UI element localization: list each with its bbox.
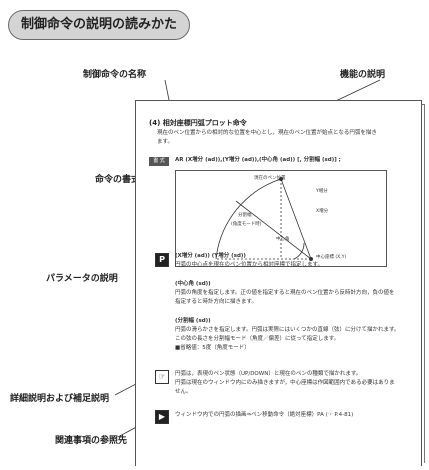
param2-line-2: 指定すると時計方向に描きます。: [175, 299, 257, 305]
detail-icon: ☞: [155, 370, 169, 384]
param3-line-3: ■省略値：5度（角度モード）: [175, 345, 250, 351]
param3-line-1: 円弧の滑らかさを指定します。円弧は実際にはいくつかの直線（弦）に分けて描かれます…: [175, 327, 400, 333]
function-line-2: ます。: [157, 139, 173, 145]
diagram-division: 分割幅: [238, 213, 252, 218]
label-parameter-desc: パラメータの説明: [46, 274, 118, 284]
related-ref-text: ウィンドウ内での円弧の描画⇒ペン移動命令（絶対座標）PA (☞ P.4-81): [175, 412, 354, 418]
page-title: 制御命令の説明の読みかた: [8, 10, 190, 40]
param2-title: (中心角 (sd)): [175, 281, 211, 287]
related-icon: ▶: [155, 410, 169, 424]
param2-line-1: 円弧の角度を指定します。正の値を指定すると現在のペン位置から反時計方向，負の値を: [175, 290, 395, 296]
section-title: (4) 相対座標円弧プロット命令: [149, 119, 247, 127]
label-function-desc: 機能の説明: [340, 70, 386, 80]
detail-line-1: 円弧は，表現のペン状態（UP/DOWN）と現在のペンの種類で描かれます。: [175, 371, 362, 377]
diagram-current-pen: 現在のペン位置: [254, 176, 286, 181]
label-detail-desc: 詳細説明および補足説明: [10, 394, 110, 404]
detail-line-3: せん。: [175, 389, 192, 395]
label-command-name: 制御命令の名称: [83, 70, 147, 80]
page-front-sheet: [135, 100, 422, 466]
diagram-y-increment: Y増分: [316, 189, 328, 194]
format-badge: 書 式: [149, 157, 169, 166]
diagram-x-increment: X増分: [316, 209, 329, 214]
parameter-icon: P: [155, 253, 169, 267]
arc-diagram: 現在のペン位置 Y増分 X増分 分割幅 (角度モード時) 中心角 中心座標 (X…: [175, 170, 387, 267]
param3-title: (分割幅 (sd)): [175, 318, 211, 324]
detail-line-2: 円弧は現在のウィンドウ内にのみ描きますが，中心座標は作図範囲内である必要はありま: [175, 380, 395, 386]
param1-text: 円弧の中心点を現在のペン位置から相対座標で指定します。: [175, 262, 323, 268]
arc-diagram-svg: [215, 177, 313, 261]
param1-title: (X増分 (ad)) (Y増分 (sd)): [175, 253, 246, 259]
diagram-angle: 中心角: [276, 237, 290, 242]
label-command-format: 命令の書式: [95, 175, 141, 185]
function-line-1: 現在のペン位置からの相対的な位置を中心とし，現在のペン位置が始点となる円弧を描き: [157, 130, 377, 136]
diagram-angle-mode: (角度モード時): [231, 222, 262, 227]
manual-page: (4) 相対座標円弧プロット命令 現在のペン位置からの相対的な位置を中心とし，現…: [135, 100, 425, 466]
label-related-ref: 関連事項の参照先: [55, 436, 128, 446]
diagram-center-point: 中心座標 (X,Y): [316, 255, 347, 260]
param3-line-2: この弦の長さを分割幅モード（角度／偏差）に従って指定します。: [175, 336, 340, 342]
format-text: AR (X増分 (ad)),(Y増分 (ad)),(中心角 (ad)) [, 分…: [175, 157, 341, 163]
